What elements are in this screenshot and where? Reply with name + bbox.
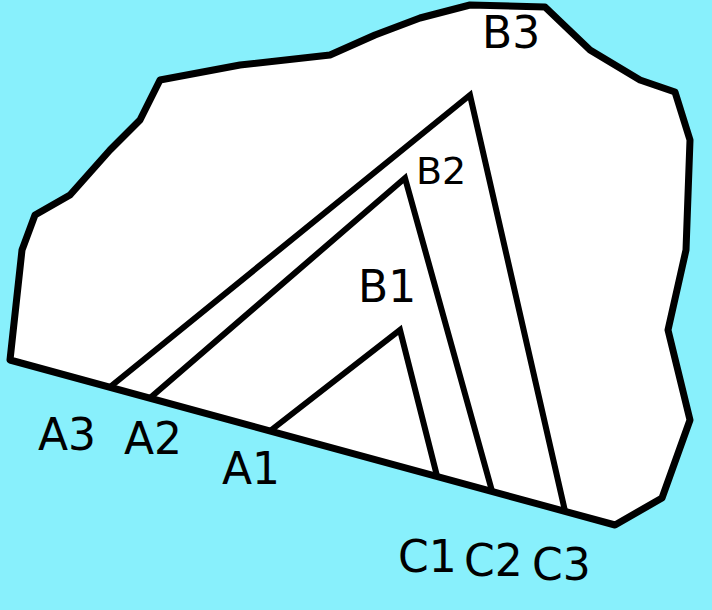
vertex-label: B1	[358, 262, 416, 313]
triangle-2	[150, 178, 492, 491]
vertex-label: C1	[398, 532, 457, 583]
triangle-3	[110, 95, 565, 511]
vertex-label: A1	[222, 444, 280, 495]
triangle-1	[270, 330, 437, 476]
vertex-label: A2	[124, 414, 182, 465]
vertex-label: B3	[482, 8, 540, 59]
vertex-label: C2	[464, 536, 523, 587]
vertex-label: B2	[416, 150, 466, 194]
vertex-label: C3	[532, 540, 591, 591]
plane-region	[10, 5, 690, 525]
vertex-label: A3	[38, 410, 96, 461]
